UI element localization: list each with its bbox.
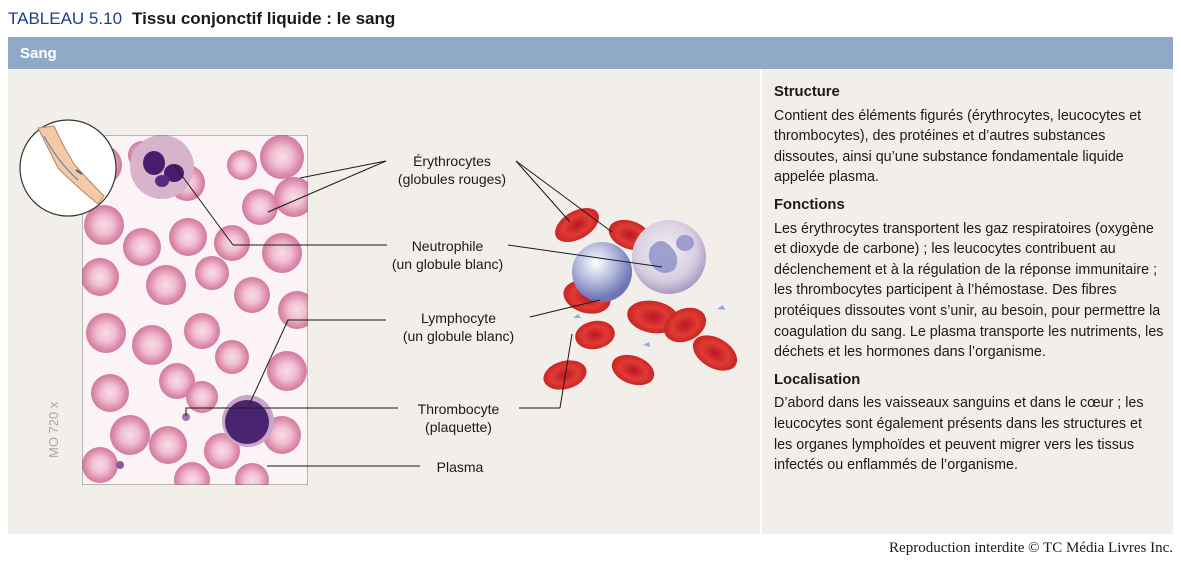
table-heading: TABLEAU 5.10 Tissu conjonctif liquide : … [8,4,395,34]
label-neutrophile: Neutrophile (un globule blanc) [391,238,504,272]
label-thrombocyte: Thrombocyte (plaquette) [417,401,500,435]
platelet [182,413,190,421]
label-lymphocyte: Lymphocyte (un globule blanc) [402,310,515,344]
localisation-text: D’abord dans les vaisseaux sanguins et d… [774,395,1144,474]
fonctions-heading: Fonctions [774,196,845,213]
structure-heading: Structure [774,84,840,100]
label-plasma: Plasma [436,459,484,475]
table-title: Tissu conjonctif liquide : le sang [132,9,396,28]
arm-inset [19,119,117,217]
table-number: TABLEAU 5.10 [8,9,123,28]
section-banner: Sang [8,37,1173,69]
blood-cells-illustration [543,207,738,390]
banner-title: Sang [20,45,57,62]
structure-text: Contient des éléments figurés (érythrocy… [774,107,1142,186]
copyright-credit: Reproduction interdite © TC Média Livres… [889,540,1173,556]
text-panel [762,69,1173,534]
localisation-heading: Localisation [774,371,861,388]
label-erythrocytes: Érythrocytes (globules rouges) [397,153,507,187]
fonctions-text: Les érythrocytes transportent les gaz re… [774,220,1164,361]
description-column: Structure Contient des éléments figurés … [774,82,1164,483]
